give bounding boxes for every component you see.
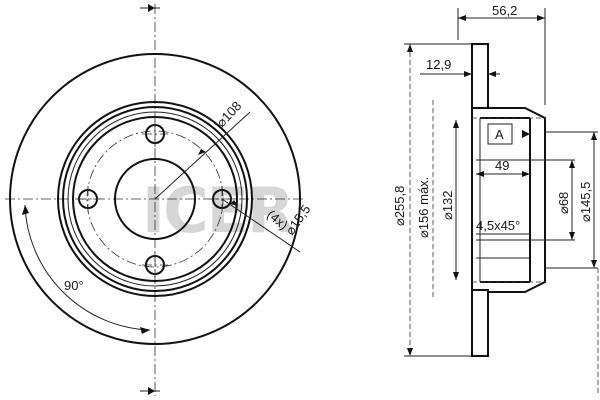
disc-friction-ring [471, 43, 489, 109]
dim-angle: 90° [64, 278, 84, 293]
hub-outer-ring [57, 101, 253, 297]
side-view: 56,2 12,9 ⌀255,8 ⌀156 máx. ⌀132 [392, 3, 599, 396]
disc-outer-edge [9, 53, 301, 345]
watermark-text: ICER [142, 174, 294, 247]
dim-depth: 49 [495, 158, 509, 173]
dim-min-dia: ⌀156 máx. [416, 177, 431, 238]
dim-bolt-circle: ⌀108 [213, 98, 244, 130]
datum-label: A [495, 127, 504, 142]
dim-hub-dia: ⌀132 [440, 190, 455, 220]
dim-center-bore: ⌀68 [556, 192, 571, 214]
dim-thickness: 12,9 [426, 57, 451, 72]
dim-disc-dia: ⌀255,8 [392, 186, 407, 226]
hub-inner-ring [72, 116, 238, 282]
dim-chamfer: 4,5x45° [476, 218, 520, 233]
angle-arc [24, 204, 151, 331]
center-bore [114, 158, 196, 240]
disc-hat-section [488, 107, 546, 293]
datum-box [487, 123, 513, 145]
dim-height: 56,2 [492, 3, 517, 18]
dim-hub-outer: ⌀145,5 [578, 182, 593, 222]
